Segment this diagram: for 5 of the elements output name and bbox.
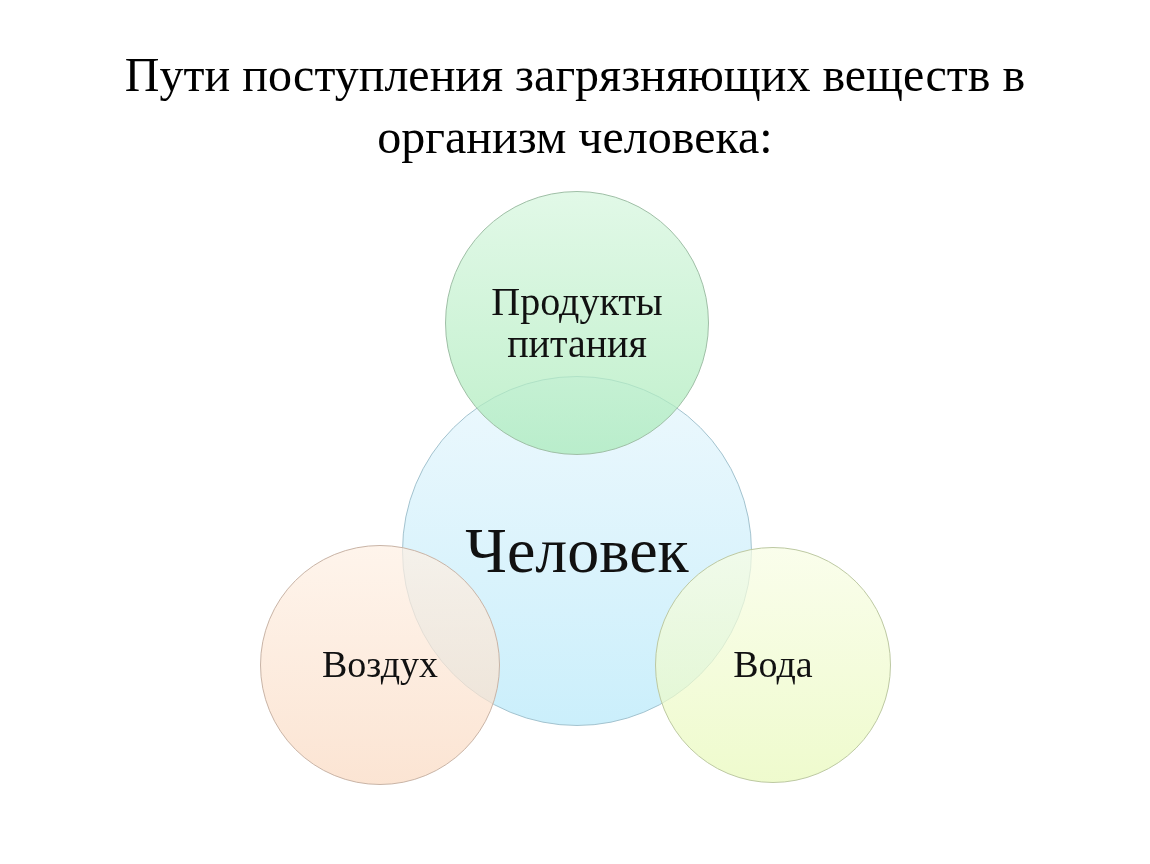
circle-label: Человек [465,517,689,585]
title: Пути поступления загрязняющих веществ в организм человека: [123,47,1027,165]
circle-label: Воздух [322,645,438,685]
circle-label: Продукты питания [490,281,664,365]
circle-label: Вода [733,645,813,685]
